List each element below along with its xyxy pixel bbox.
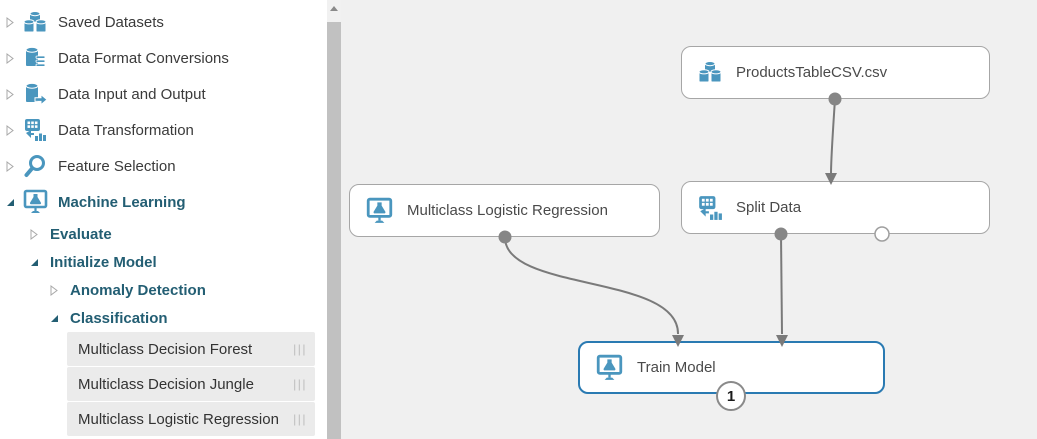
chevron-right-icon[interactable]: [50, 284, 64, 296]
sidebar-item-label: Classification: [70, 309, 168, 327]
sidebar-item-label: Feature Selection: [58, 157, 176, 175]
sidebar-item-data-transformation[interactable]: Data Transformation: [0, 112, 327, 148]
sidebar-item-machine-learning[interactable]: Machine Learning: [0, 184, 327, 220]
chevron-expanded-icon[interactable]: [50, 314, 64, 323]
scrollbar-thumb[interactable]: [327, 22, 341, 439]
canvas-node-split-data[interactable]: Split Data: [681, 181, 990, 234]
module-item-label: Multiclass Logistic Regression: [78, 410, 279, 428]
chevron-right-icon[interactable]: [6, 160, 20, 172]
module-item-multiclass-decision-forest[interactable]: Multiclass Decision Forest |||: [67, 332, 315, 366]
sidebar-item-data-input-and-output[interactable]: Data Input and Output: [0, 76, 327, 112]
drag-handle-icon[interactable]: |||: [293, 342, 307, 356]
sidebar-item-feature-selection[interactable]: Feature Selection: [0, 148, 327, 184]
sidebar-item-label: Data Format Conversions: [58, 49, 229, 67]
format-conversions-icon: [20, 46, 50, 70]
module-item-label: Multiclass Decision Forest: [78, 340, 253, 358]
chevron-right-icon[interactable]: [6, 88, 20, 100]
drag-handle-icon[interactable]: |||: [293, 412, 307, 426]
sidebar-item-label: Machine Learning: [58, 193, 186, 211]
chevron-right-icon[interactable]: [6, 124, 20, 136]
canvas-node-label: Multiclass Logistic Regression: [407, 202, 608, 219]
canvas-node-label: Split Data: [736, 199, 802, 216]
sidebar-item-evaluate[interactable]: Evaluate: [0, 220, 327, 248]
module-palette: Saved Datasets Data Format Conversions: [0, 0, 327, 439]
sidebar-item-initialize-model[interactable]: Initialize Model: [0, 248, 327, 276]
chevron-right-icon[interactable]: [30, 228, 44, 240]
machine-learning-icon: [20, 189, 50, 215]
drag-handle-icon[interactable]: |||: [293, 377, 307, 391]
scroll-up-button[interactable]: [327, 0, 341, 17]
sidebar-item-saved-datasets[interactable]: Saved Datasets: [0, 4, 327, 40]
transformation-icon: [20, 118, 50, 142]
canvas-node-train-model[interactable]: Train Model 1: [578, 341, 885, 411]
chevron-expanded-icon[interactable]: [30, 258, 44, 267]
scroll-up-arrow-icon: [330, 6, 338, 11]
wire-splitdata-to-trainmodel: [780, 233, 783, 335]
sidebar-item-classification[interactable]: Classification: [0, 304, 327, 332]
wire-mlr-to-trainmodel: [503, 236, 680, 335]
sidebar-item-data-format-conversions[interactable]: Data Format Conversions: [0, 40, 327, 76]
sidebar-item-label: Anomaly Detection: [70, 281, 206, 299]
sidebar-item-label: Initialize Model: [50, 253, 157, 271]
machine-learning-icon: [595, 354, 624, 382]
wire-csv-to-splitdata: [830, 98, 836, 175]
machine-learning-icon: [365, 197, 394, 225]
chevron-expanded-icon[interactable]: [6, 198, 20, 207]
sidebar-item-label: Data Input and Output: [58, 85, 206, 103]
transformation-icon: [697, 195, 723, 221]
sidebar-item-label: Evaluate: [50, 225, 112, 243]
canvas-node-label: ProductsTableCSV.csv: [736, 64, 888, 81]
canvas-node-multiclass-logistic-regression[interactable]: Multiclass Logistic Regression: [349, 184, 660, 237]
module-item-label: Multiclass Decision Jungle: [78, 375, 254, 393]
experiment-canvas[interactable]: ProductsTableCSV.csv Multiclass Logistic…: [341, 0, 1037, 439]
feature-selection-icon: [20, 154, 50, 178]
module-item-multiclass-decision-jungle[interactable]: Multiclass Decision Jungle |||: [67, 367, 315, 401]
output-port-badge[interactable]: 1: [716, 381, 746, 411]
sidebar-item-label: Data Transformation: [58, 121, 194, 139]
module-item-multiclass-logistic-regression[interactable]: Multiclass Logistic Regression |||: [67, 402, 315, 436]
sidebar-item-anomaly-detection[interactable]: Anomaly Detection: [0, 276, 327, 304]
datasets-icon: [697, 60, 723, 85]
sidebar-scrollbar[interactable]: [327, 0, 341, 439]
sidebar-item-label: Saved Datasets: [58, 13, 164, 31]
chevron-right-icon[interactable]: [6, 52, 20, 64]
chevron-right-icon[interactable]: [6, 16, 20, 28]
input-output-icon: [20, 82, 50, 106]
canvas-node-label: Train Model: [637, 359, 716, 376]
datasets-icon: [20, 10, 50, 35]
canvas-node-productstablecsv[interactable]: ProductsTableCSV.csv: [681, 46, 990, 99]
